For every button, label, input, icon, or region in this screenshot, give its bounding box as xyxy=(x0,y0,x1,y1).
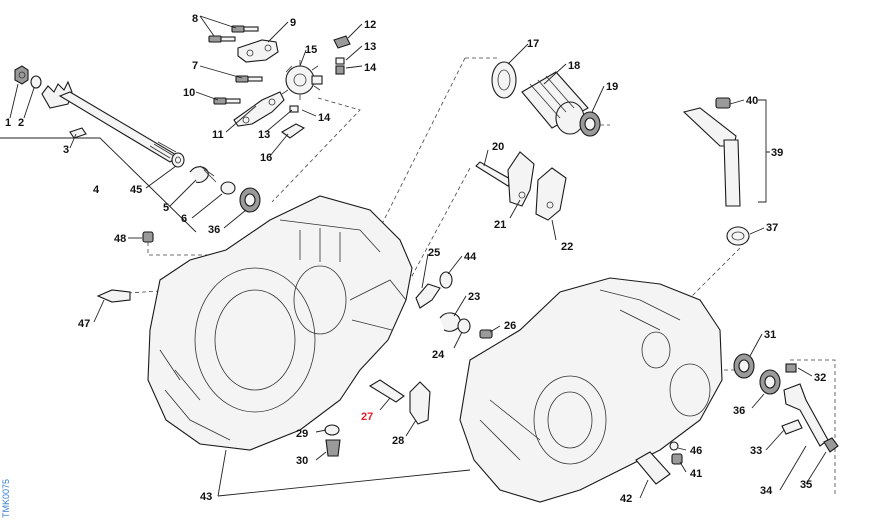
left-crankcase xyxy=(96,195,413,457)
callout-24: 24 xyxy=(432,349,445,361)
callout-32: 32 xyxy=(814,372,826,384)
callout-29: 29 xyxy=(296,428,308,440)
callout-14: 14 xyxy=(318,112,331,124)
callout-11: 11 xyxy=(212,129,224,141)
callout-36: 36 xyxy=(208,224,220,236)
callout-15: 15 xyxy=(305,44,317,56)
shift-drum-assembly xyxy=(491,61,601,137)
callout-44: 44 xyxy=(464,251,477,263)
callout-30: 30 xyxy=(296,455,308,467)
callout-33: 33 xyxy=(750,445,762,457)
bracket-assembly-upper xyxy=(208,25,351,100)
callout-25: 25 xyxy=(428,247,440,259)
callout-4: 4 xyxy=(93,184,100,196)
callout-7: 7 xyxy=(192,60,198,72)
callout-19: 19 xyxy=(606,81,618,93)
callout-21: 21 xyxy=(494,219,506,231)
right-crankcase xyxy=(459,277,781,503)
drawing-reference-code: TMK0075 xyxy=(1,479,11,518)
callout-28: 28 xyxy=(392,435,404,447)
callout-13: 13 xyxy=(364,41,376,53)
callout-36: 36 xyxy=(733,405,745,417)
callout-43: 43 xyxy=(200,491,212,503)
kickstart-shaft-assembly xyxy=(0,65,261,233)
callout-17: 17 xyxy=(527,38,539,50)
shift-forks xyxy=(475,151,567,221)
callout-5: 5 xyxy=(163,202,169,214)
callout-34: 34 xyxy=(760,485,773,497)
callout-10: 10 xyxy=(183,87,195,99)
callout-13: 13 xyxy=(258,129,270,141)
callout-31: 31 xyxy=(764,329,776,341)
callout-14: 14 xyxy=(364,62,377,74)
callout-8: 8 xyxy=(192,13,198,25)
callout-40: 40 xyxy=(746,95,758,107)
callout-1: 1 xyxy=(5,117,11,129)
shift-mechanism-parts xyxy=(409,271,493,425)
callout-27: 27 xyxy=(361,411,373,423)
callout-48: 48 xyxy=(114,233,126,245)
callout-37: 37 xyxy=(766,222,778,234)
callout-42: 42 xyxy=(620,493,632,505)
callout-47: 47 xyxy=(78,318,90,330)
callout-20: 20 xyxy=(492,141,504,153)
callout-39: 39 xyxy=(771,147,783,159)
callout-3: 3 xyxy=(63,144,69,156)
callout-22: 22 xyxy=(561,241,573,253)
callout-23: 23 xyxy=(468,291,480,303)
callout-45: 45 xyxy=(130,184,142,196)
callout-35: 35 xyxy=(800,479,812,491)
callout-leader-lines xyxy=(9,15,827,499)
callout-12: 12 xyxy=(364,19,376,31)
callout-41: 41 xyxy=(690,468,702,480)
callout-6: 6 xyxy=(181,213,187,225)
callout-9: 9 xyxy=(290,17,296,29)
callout-46: 46 xyxy=(690,445,702,457)
callout-2: 2 xyxy=(18,117,24,129)
callout-labels: 8 9 12 13 14 15 7 10 11 13 14 16 1 2 3 4… xyxy=(5,13,826,505)
callout-18: 18 xyxy=(568,60,580,72)
lever-assembly xyxy=(781,363,839,453)
bracket-assembly-lower xyxy=(213,75,306,139)
callout-16: 16 xyxy=(260,152,272,164)
callout-26: 26 xyxy=(504,320,516,332)
shift-arm-assembly xyxy=(682,97,770,246)
